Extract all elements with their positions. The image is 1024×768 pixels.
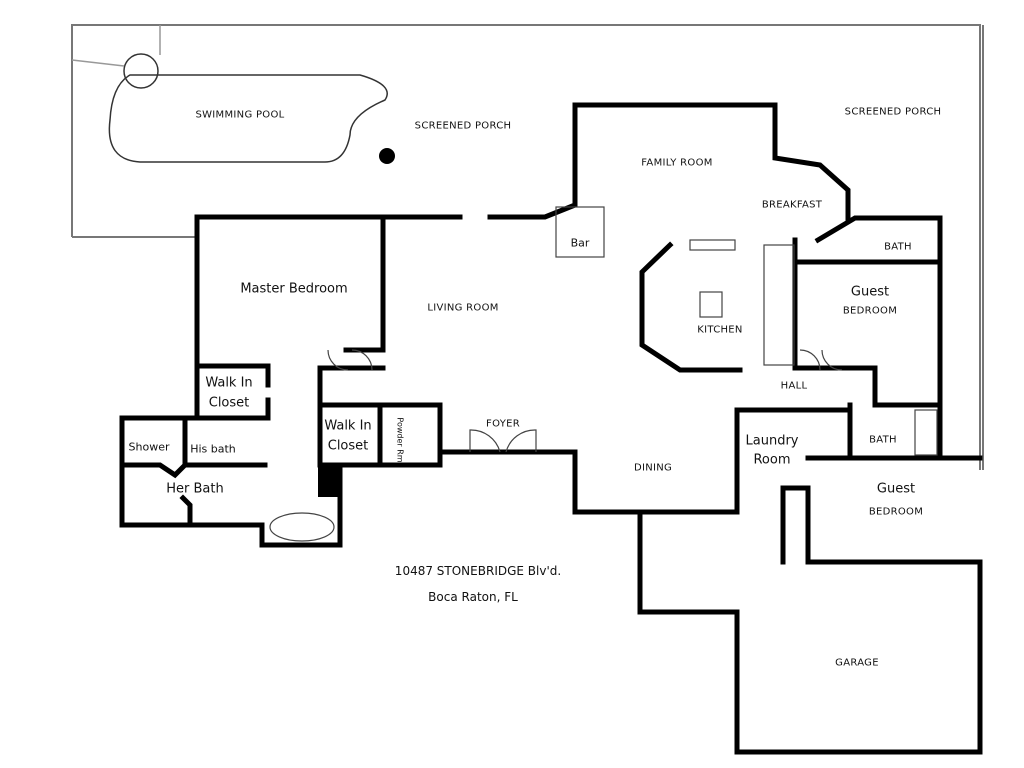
porch-outline (71, 24, 984, 470)
room-label-shower: Shower (128, 440, 170, 454)
porch-post (379, 148, 395, 164)
room-label-walk-in-closet: Walk In (324, 418, 372, 434)
walls (119, 102, 983, 755)
room-label-laundry-room: Laundry (745, 433, 799, 449)
room-label-screened-porch: SCREENED PORCH (414, 120, 512, 132)
room-label-bar: Bar (570, 236, 590, 250)
room-label-guest-bedroom-sub: BEDROOM (868, 506, 924, 518)
room-label-garage: GARAGE (835, 657, 879, 669)
room-label-guest-bedroom: Guest (876, 481, 916, 497)
room-label-living-room: LIVING ROOM (427, 302, 499, 314)
room-label-her-bath: Her Bath (166, 481, 224, 497)
room-label-breakfast: BREAKFAST (761, 199, 823, 211)
address-city: Boca Raton, FL (428, 590, 518, 604)
room-label-walk-in-closet: Closet (327, 438, 369, 454)
room-label-guest-bedroom: Guest (850, 284, 890, 300)
room-label-foyer: FOYER (486, 418, 520, 430)
address-street: 10487 STONEBRIDGE Blv'd. (394, 564, 562, 578)
room-label-screened-porch: SCREENED PORCH (844, 106, 942, 118)
fixtures (269, 206, 938, 542)
room-label-guest-bedroom-sub: BEDROOM (842, 305, 898, 317)
room-label-hall: HALL (780, 380, 808, 392)
room-label-swimming-pool: SWIMMING POOL (195, 109, 285, 121)
room-label-bath: BATH (884, 241, 912, 253)
room-label-his-bath: His bath (190, 442, 236, 456)
room-label-walk-in-closet: Walk In (205, 375, 253, 391)
room-label-laundry-room: Room (753, 452, 791, 468)
room-label-master-bedroom: Master Bedroom (240, 281, 348, 297)
room-label-family-room: FAMILY ROOM (641, 157, 713, 169)
room-label-powder-room: Powder Rm (395, 417, 405, 463)
room-label-dining: DINING (633, 462, 673, 474)
room-label-kitchen: KITCHEN (697, 324, 743, 336)
room-label-bath: BATH (869, 434, 897, 446)
swimming-pool (71, 25, 388, 163)
room-label-walk-in-closet: Closet (208, 395, 250, 411)
